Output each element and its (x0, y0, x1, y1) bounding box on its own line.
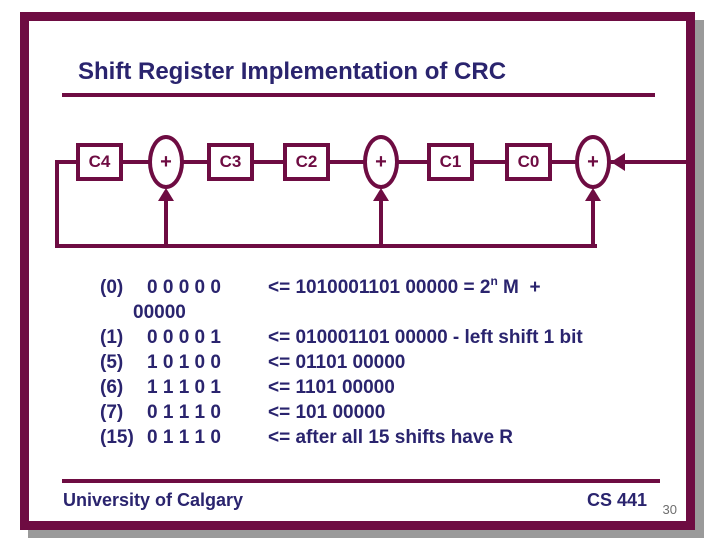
row-bits: 1 0 1 0 0 (147, 352, 221, 373)
register-label: C4 (88, 152, 111, 171)
row-label: (1) (100, 327, 124, 348)
crc-shift-register-diagram: C4 + C3 C2 + C1 C0 + (20, 12, 695, 530)
register-label: C1 (439, 152, 462, 171)
row-label: (6) (100, 377, 124, 398)
row-bits: 1 1 1 0 1 (147, 377, 221, 398)
slide-border-frame (20, 12, 695, 530)
xor-adder: + (363, 135, 399, 189)
shift-row-0: (0) 0 0 0 0 0 <= 1010001101 00000 = 2n M… (100, 275, 583, 325)
register-box-c3: C3 (207, 143, 254, 181)
feedback-line-vertical (164, 200, 168, 244)
row-label: (0) (100, 277, 124, 298)
arrow-up-icon (585, 188, 601, 201)
feedback-line-vertical (591, 200, 595, 244)
slide: Shift Register Implementation of CRC C4 … (20, 12, 695, 530)
register-box-c1: C1 (427, 143, 474, 181)
row-label: (7) (100, 402, 124, 423)
shift-row-7: (7) 0 1 1 1 0 <= 101 00000 (100, 400, 583, 425)
arrow-up-icon (373, 188, 389, 201)
footer-divider (62, 479, 660, 483)
row-expression: <= 01101 00000 (268, 352, 406, 373)
exponent-superscript: n (490, 273, 498, 288)
register-box-c0: C0 (505, 143, 552, 181)
footer-course: CS 441 (586, 490, 647, 510)
row-bits: 0 0 0 0 1 (147, 327, 221, 348)
shift-row-5: (5) 1 0 1 0 0 <= 01101 00000 (100, 350, 583, 375)
plus-icon: + (587, 150, 599, 173)
row-bits-continuation: 00000 (133, 302, 186, 323)
row-label: (15) (100, 427, 134, 448)
footer-institution: University of Calgary (63, 490, 244, 510)
row-expression: <= 010001101 00000 - left shift 1 bit (268, 327, 583, 348)
row-bits: 0 0 0 0 0 (147, 277, 221, 298)
shift-row-15: (15) 0 1 1 1 0 <= after all 15 shifts ha… (100, 425, 583, 450)
arrow-left-icon (611, 153, 625, 171)
row-bits: 0 1 1 1 0 (147, 427, 221, 448)
row-label: (5) (100, 352, 124, 373)
xor-adder: + (575, 135, 611, 189)
plus-icon: + (160, 150, 172, 173)
feedback-line-bottom (55, 244, 597, 248)
plus-icon: + (375, 150, 387, 173)
register-label: C2 (295, 152, 318, 171)
feedback-line-left (55, 160, 59, 248)
row-expression: <= 1101 00000 (268, 377, 395, 398)
shift-row-6: (6) 1 1 1 0 1 <= 1101 00000 (100, 375, 583, 400)
register-label: C3 (219, 152, 242, 171)
register-label: C0 (517, 152, 540, 171)
arrow-up-icon (158, 188, 174, 201)
row-expression: <= after all 15 shifts have R (268, 427, 514, 448)
row-expression-text: <= 1010001101 00000 = 2 (268, 277, 491, 298)
slide-number: 30 (662, 502, 677, 517)
feedback-line-vertical (379, 200, 383, 244)
shift-row-1: (1) 0 0 0 0 1 <= 010001101 00000 - left … (100, 325, 583, 350)
xor-adder: + (148, 135, 184, 189)
row-bits: 0 1 1 1 0 (147, 402, 221, 423)
register-box-c4: C4 (76, 143, 123, 181)
register-box-c2: C2 (283, 143, 330, 181)
row-expression: <= 101 00000 (268, 402, 386, 423)
slide-title: Shift Register Implementation of CRC (78, 58, 507, 85)
title-underline (62, 93, 655, 97)
worked-example: (0) 0 0 0 0 0 <= 1010001101 00000 = 2n M… (100, 275, 583, 450)
row-expression-tail: M + (497, 277, 541, 298)
row-expression: <= 1010001101 00000 = 2n M + (268, 275, 541, 300)
